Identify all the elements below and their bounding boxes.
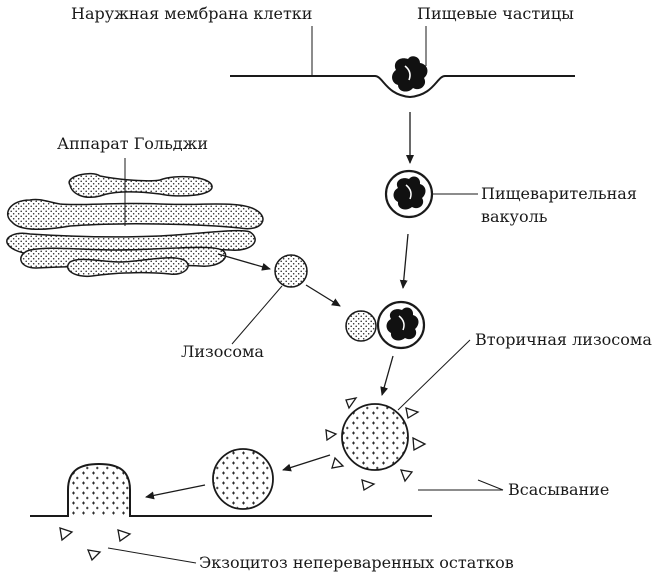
arrow-golgi-to-lysosome [217,253,271,271]
arrow-to-exocytosis [145,484,206,500]
arrow-to-residual [282,454,331,472]
arrow-to-secondary [380,355,394,396]
label-food-particles: Пищевые частицы [417,4,574,23]
label-exocytosis: Экзоцитоз непереваренных остатков [199,553,514,572]
lysosome-vacuole-fusion [345,300,426,350]
primary-lysosome [274,254,308,288]
arrow-to-fusion [399,233,409,289]
exocytosis-leader [107,547,197,564]
label-digestive-vacuole-2: вакуоль [481,207,548,226]
outer-membrane [230,75,575,99]
lower-membrane-bulge [68,464,130,516]
label-digestive-vacuole-1: Пищеварительная [481,184,637,203]
label-absorption: Всасывание [508,480,610,499]
residual-body [212,448,274,510]
label-golgi: Аппарат Гольджи [57,134,209,153]
digestive-vacuole [384,169,434,219]
label-lysosome: Лизосома [181,342,264,361]
lysosome-leader [231,285,283,345]
secondary-lysosome [341,403,409,471]
label-secondary-lysosome: Вторичная лизосома [475,330,652,349]
absorption-leader-1 [477,479,504,491]
label-outer-membrane: Наружная мембрана клетки [71,4,313,23]
golgi-apparatus [6,172,264,278]
lower-membrane [30,462,432,517]
exocytosis-triangles [59,527,132,562]
absorption-triangles [325,397,427,492]
arrow-lysosome-to-fusion [305,284,341,307]
secondary-leader [397,339,471,411]
